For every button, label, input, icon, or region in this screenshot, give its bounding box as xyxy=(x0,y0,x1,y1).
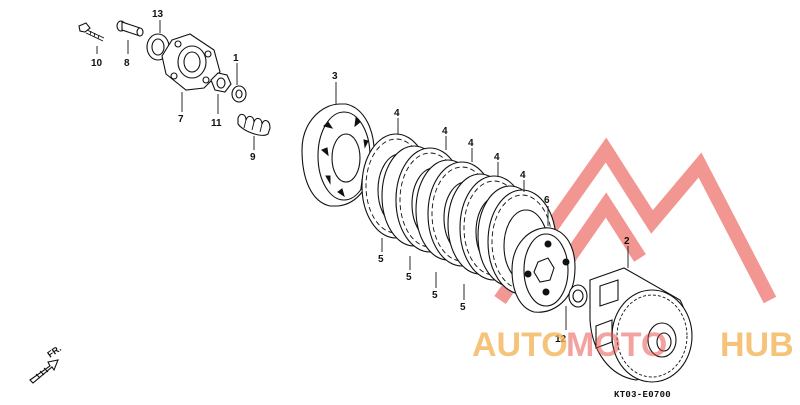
part-number-10: 10 xyxy=(91,58,103,69)
diagram-code: KT03-E0700 xyxy=(614,390,671,400)
watermark-text-primary: AUTO xyxy=(472,326,568,364)
part-number-3: 3 xyxy=(332,71,338,82)
part-number-5: 5 xyxy=(432,290,438,301)
part-labels: 1 2 3 4 4 4 4 4 5 5 5 5 6 7 8 9 10 11 12… xyxy=(91,9,630,345)
part-number-4: 4 xyxy=(468,138,474,149)
clutch-outer-2 xyxy=(589,246,693,383)
part-number-4: 4 xyxy=(394,108,400,119)
part-number-1: 1 xyxy=(233,53,239,64)
clutch-center-6 xyxy=(511,206,576,313)
pin-8 xyxy=(116,20,144,54)
front-label: FR. xyxy=(45,343,63,360)
part-number-13: 13 xyxy=(152,9,164,20)
washer-1 xyxy=(231,63,247,103)
watermark-text-secondary: MOTO xyxy=(566,326,667,364)
lifter-plate-7 xyxy=(161,33,221,112)
part-number-5: 5 xyxy=(406,272,412,283)
part-number-4: 4 xyxy=(442,126,448,137)
part-number-5: 5 xyxy=(378,254,384,265)
part-number-11: 11 xyxy=(211,118,222,129)
part-number-7: 7 xyxy=(178,114,184,125)
part-number-6: 6 xyxy=(544,195,550,206)
watermark-text-tertiary: HUB xyxy=(720,326,794,364)
part-number-2: 2 xyxy=(624,236,630,247)
part-number-5: 5 xyxy=(460,302,466,313)
part-number-9: 9 xyxy=(250,152,256,163)
pressure-plate-3 xyxy=(301,82,375,207)
spring-9 xyxy=(237,113,271,150)
part-number-12: 12 xyxy=(555,334,567,345)
part-number-8: 8 xyxy=(124,58,130,69)
part-number-4: 4 xyxy=(520,170,526,181)
washer-12 xyxy=(565,284,588,330)
front-arrow-icon xyxy=(29,359,59,384)
part-number-4: 4 xyxy=(494,152,500,163)
bolt-10 xyxy=(78,22,105,54)
nut-11 xyxy=(210,72,232,114)
watermark-text: AUTO MOTO HUB xyxy=(472,326,794,364)
front-direction-indicator: FR. xyxy=(29,343,63,384)
